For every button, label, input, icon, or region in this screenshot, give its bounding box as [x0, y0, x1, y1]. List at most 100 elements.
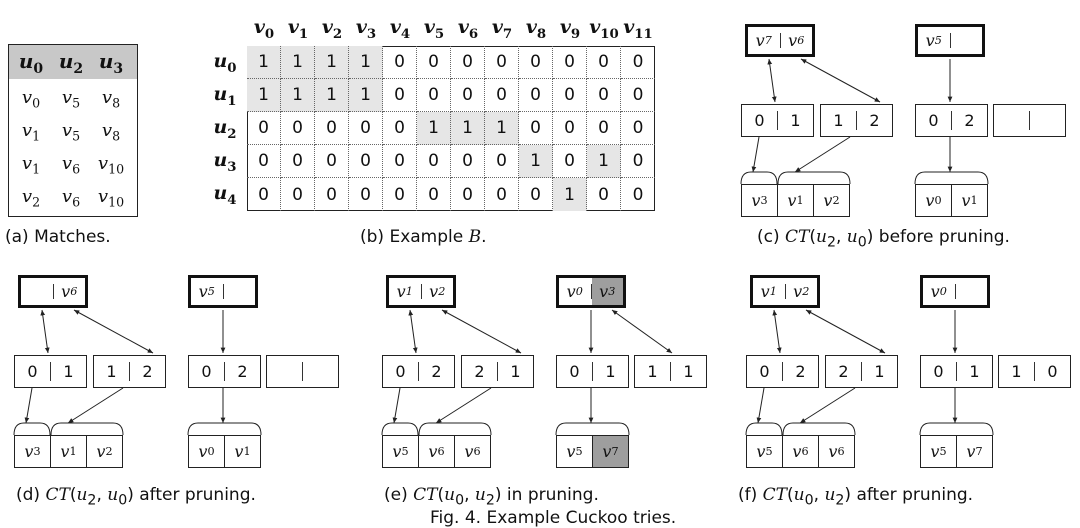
trie-node [266, 355, 339, 388]
matrix-cell: 1 [553, 178, 587, 211]
pair-value: 0 [928, 111, 939, 130]
matrix-cell: 0 [281, 145, 315, 178]
matrix-col-header: v5 [423, 16, 445, 42]
matrix-cell: 0 [519, 112, 553, 145]
caption-b: (b) Example B. [360, 227, 487, 247]
leaf-group-bracket [187, 422, 262, 436]
matrix-row-header: u3 [213, 149, 237, 175]
matrix-cell: 0 [315, 145, 349, 178]
pair-value: 0 [754, 111, 765, 130]
matrix-cell: 0 [587, 46, 621, 79]
matrix-cell: 0 [553, 79, 587, 112]
trie-arrow [767, 58, 777, 103]
matrix-cell: 0 [383, 178, 417, 211]
matrix-row-header: u4 [213, 182, 237, 208]
leaf-group-bracket [914, 171, 989, 185]
matrix-row-header: u1 [213, 83, 237, 109]
pair-value: 1 [874, 362, 885, 381]
matrix-cell: 0 [485, 79, 519, 112]
leaf-group-bracket [782, 422, 856, 436]
pair-value: 0 [569, 362, 580, 381]
matrix-cell: 1 [417, 112, 451, 145]
matrix-cell: 1 [247, 79, 281, 112]
pair-value: 2 [795, 362, 806, 381]
trie-arrow [73, 309, 154, 354]
matrix-col-header: v0 [253, 16, 275, 42]
matrix-cell: 0 [247, 178, 281, 211]
matches-cell: v6 [61, 186, 81, 210]
matches-cell: v2 [21, 186, 41, 210]
matrix-col-header: v7 [491, 16, 513, 42]
matrix-cell: 0 [451, 178, 485, 211]
matrix-cell: 0 [383, 79, 417, 112]
matches-cell: v1 [21, 120, 41, 144]
caption-d: (d) CT(u2, u0) after pruning. [16, 485, 256, 509]
leaf-group-bracket [50, 422, 124, 436]
matrix-cell: 0 [349, 112, 383, 145]
pair-value: 0 [201, 362, 212, 381]
pair-value: 1 [833, 111, 844, 130]
caption-c: (c) CT(u2, u0) before pruning. [757, 227, 1010, 251]
leaf-group-bracket [555, 422, 630, 436]
pair-value: 1 [106, 362, 117, 381]
matrix-cell: 0 [451, 145, 485, 178]
pair-value: 1 [683, 362, 694, 381]
matrix-grid [247, 46, 655, 211]
pair-value: 2 [964, 111, 975, 130]
matrix-cell: 1 [281, 79, 315, 112]
pair-value: 1 [510, 362, 521, 381]
matches-header [9, 45, 137, 79]
pair-value: 1 [63, 362, 74, 381]
caption-a: (a) Matches. [5, 227, 111, 247]
matrix-col-header: v2 [321, 16, 343, 42]
matrix-cell: 0 [632, 184, 644, 205]
matches-cell: v8 [101, 120, 121, 144]
matches-cell: v1 [21, 153, 41, 177]
matrix-col-header: v10 [589, 16, 619, 42]
leaf-group-bracket [740, 171, 778, 185]
matrix-cell: 0 [553, 46, 587, 79]
trie-arrow [611, 309, 673, 354]
matrix-cell: 1 [519, 145, 553, 178]
matches-cell: v10 [97, 153, 125, 177]
trie-arrow [756, 387, 765, 424]
matrix-cell: 0 [621, 46, 655, 79]
pair-value: 1 [647, 362, 658, 381]
matrix-cell: 0 [587, 79, 621, 112]
figure-caption: Fig. 4. Example Cuckoo tries. [430, 508, 677, 528]
matrix-cell: 0 [247, 112, 281, 145]
leaf-group-bracket [745, 422, 783, 436]
matrix-row-header: u2 [213, 116, 237, 142]
pair-value: 2 [237, 362, 248, 381]
trie-arrow [799, 387, 856, 424]
trie-arrow [67, 387, 124, 424]
matrix-cell: 0 [587, 112, 621, 145]
matches-header-cell: u0 [18, 49, 44, 77]
pair-value: 0 [759, 362, 770, 381]
leaf-group-bracket [777, 171, 851, 185]
caption-e: (e) CT(u0, u2) in pruning. [384, 485, 599, 509]
